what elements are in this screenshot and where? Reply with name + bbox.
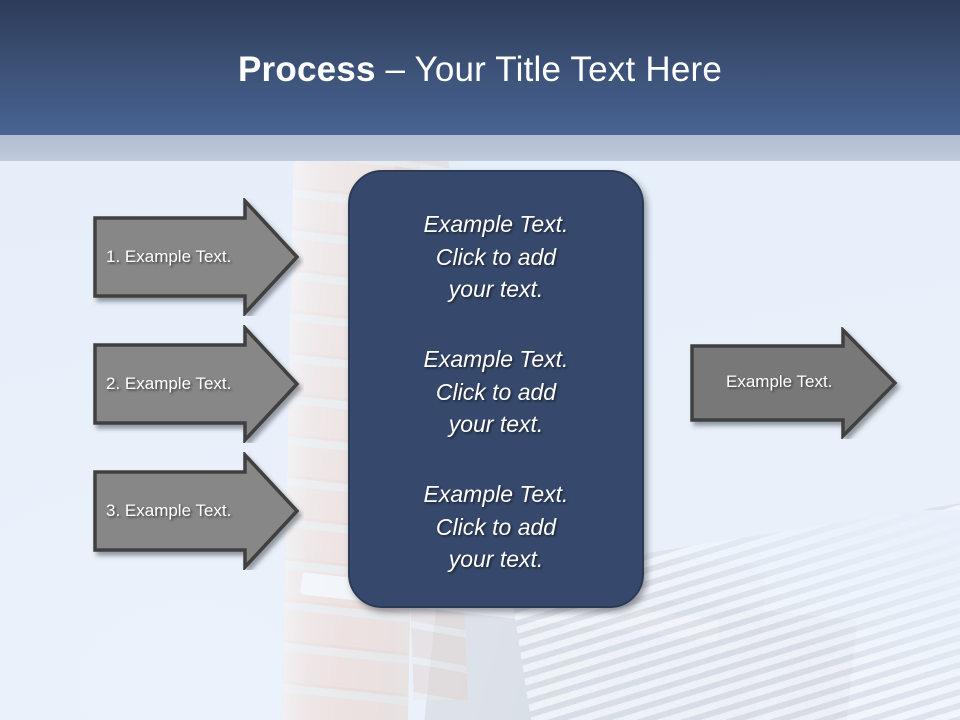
process-center-panel[interactable]: Example Text. Click to add your text. Ex… xyxy=(348,170,644,608)
page-title-separator: – xyxy=(375,50,415,89)
arrow-right-icon xyxy=(93,198,300,316)
header-band xyxy=(0,0,960,135)
process-input-arrow-3[interactable]: 3. Example Text. xyxy=(88,452,304,570)
panel-text-block-2: Example Text. Click to add your text. xyxy=(423,346,569,438)
page-title-bold: Process xyxy=(238,50,376,89)
arrow-right-icon xyxy=(690,327,898,439)
process-output-arrow[interactable]: Example Text. xyxy=(688,327,904,439)
panel-text-block-1: Example Text. Click to add your text. xyxy=(423,211,569,303)
header-accent-strip xyxy=(0,135,960,161)
panel-text-block-3: Example Text. Click to add your text. xyxy=(423,481,569,573)
page-title: Process – Your Title Text Here xyxy=(0,50,960,90)
page-title-rest: Your Title Text Here xyxy=(414,50,722,89)
arrow-right-icon xyxy=(93,452,300,570)
process-input-arrow-1[interactable]: 1. Example Text. xyxy=(88,198,304,316)
process-input-arrow-2[interactable]: 2. Example Text. xyxy=(88,325,304,443)
arrow-right-icon xyxy=(93,325,300,443)
